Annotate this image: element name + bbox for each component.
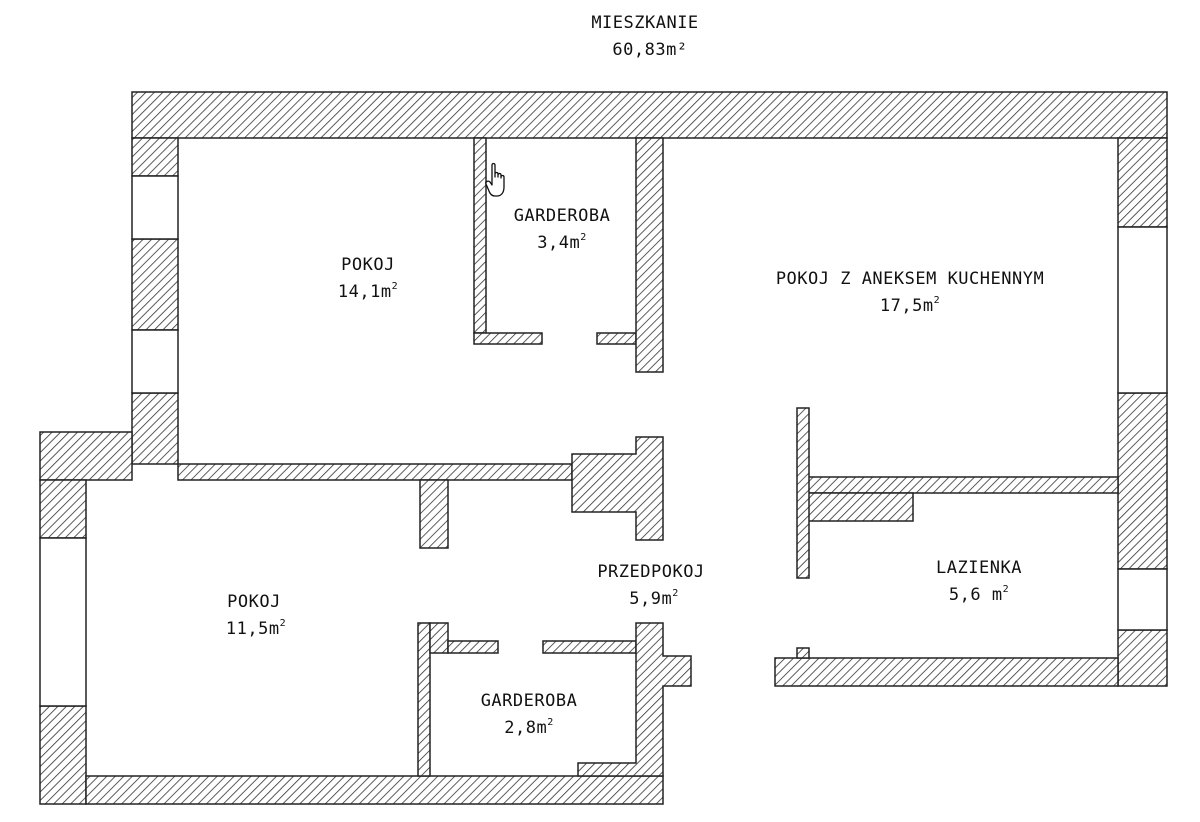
- room-garderoba-bottom: GARDEROBA 2,8m2: [481, 691, 578, 738]
- room-przedpokoj: PRZEDPOKOJ 5,9m2: [597, 562, 704, 609]
- room-name: POKOJ: [227, 592, 281, 612]
- wall-garderoba-top-right: [635, 137, 664, 373]
- wall-bathroom-top: [806, 476, 1119, 494]
- windows: [39, 175, 1168, 707]
- wall-top-exterior: [131, 91, 1168, 139]
- wall-garderoba-top-bottom-right: [596, 332, 637, 345]
- window-right-upper: [1117, 226, 1168, 394]
- wall-left-upper-c: [131, 392, 179, 465]
- room-name: POKOJ: [341, 255, 395, 275]
- wall-bathroom-bottom: [774, 657, 1119, 687]
- wall-garderoba-bottom-left: [417, 622, 431, 777]
- room-name: GARDEROBA: [514, 206, 611, 226]
- wall-bottom-exterior: [85, 775, 664, 805]
- room-name: LAZIENKA: [936, 558, 1022, 578]
- wall-bathroom-left: [796, 407, 810, 579]
- plan-title: MIESZKANIE 60,83m²: [591, 13, 698, 60]
- window-left-upper-1: [131, 175, 179, 240]
- walls: [39, 91, 1168, 805]
- wall-left-lower-b: [39, 705, 87, 805]
- room-pokoj-bottom: POKOJ 11,5m2: [226, 592, 286, 639]
- window-left-upper-2: [131, 329, 179, 394]
- room-area: 17,5m2: [880, 295, 940, 316]
- wall-left-step: [39, 431, 133, 481]
- wall-right-b: [1117, 392, 1168, 570]
- wall-bathroom-stub: [796, 647, 810, 659]
- hand-pointer-icon: [485, 162, 505, 197]
- room-pokoj-aneks: POKOJ Z ANEKSEM KUCHENNYM 17,5m2: [776, 269, 1044, 316]
- title-name: MIESZKANIE: [591, 13, 698, 33]
- wall-right-c: [1117, 629, 1168, 687]
- room-garderoba-top: GARDEROBA 3,4m2: [514, 206, 611, 253]
- wall-garderoba-bottom-right: [577, 622, 692, 777]
- wall-bathroom-top-thick: [806, 492, 914, 522]
- room-area: 5,9m2: [629, 588, 678, 609]
- wall-garderoba-bottom-top-left: [447, 640, 499, 654]
- room-name: PRZEDPOKOJ: [597, 562, 704, 582]
- room-name: GARDEROBA: [481, 691, 578, 711]
- room-area: 2,8m2: [504, 717, 553, 738]
- window-right-lower: [1117, 568, 1168, 631]
- wall-left-lower-a: [39, 479, 87, 539]
- wall-left-upper-b: [131, 238, 179, 331]
- wall-garderoba-top-bottom-left: [473, 332, 543, 345]
- wall-mid-stub: [419, 479, 449, 549]
- wall-right-a: [1117, 137, 1168, 228]
- room-area: 3,4m2: [537, 232, 586, 253]
- room-name: POKOJ Z ANEKSEM KUCHENNYM: [776, 269, 1044, 289]
- room-area: 11,5m2: [226, 618, 286, 639]
- window-left-lower: [39, 537, 87, 707]
- room-area: 14,1m2: [338, 281, 398, 302]
- wall-left-upper-a: [131, 137, 179, 177]
- title-area: 60,83m²: [612, 40, 687, 60]
- wall-garderoba-bottom-top-right: [542, 640, 637, 654]
- wall-mid-horizontal: [177, 463, 573, 481]
- wall-garderoba-top-left: [473, 137, 487, 334]
- room-lazienka: LAZIENKA 5,6 m2: [936, 558, 1022, 605]
- wall-garderoba-bottom-corner: [429, 622, 449, 654]
- room-pokoj-top: POKOJ 14,1m2: [338, 255, 398, 302]
- wall-pillar: [571, 436, 664, 541]
- room-area: 5,6 m2: [949, 584, 1009, 605]
